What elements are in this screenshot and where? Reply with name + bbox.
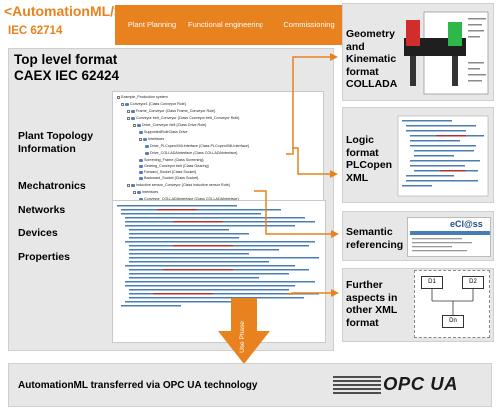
tree-line: Frame_Conveyor {Class Frame_Conveyor Rol… [127,109,215,113]
xml-node-dn: Dn [442,315,464,328]
caex-tree-panel: Example_Production system Conveyor1 {Cla… [112,91,324,211]
xml-node-d2: D2 [462,276,484,289]
caex-title: Top level format CAEX IEC 62424 [14,52,119,84]
label-devices: Devices [18,227,58,239]
label-properties: Properties [18,251,70,263]
xml-tree-image: D1 D2 Dn [414,270,490,338]
tree-line: SupportedRoleClass Drive [139,130,187,134]
eclass-logo: eCl@ss [450,219,483,229]
caex-title-line2: CAEX IEC 62424 [14,68,120,83]
tree-line: Example_Production system [117,95,168,99]
tree-line: Drive_PLCopenXMLInterface {Class PLCopen… [145,144,249,148]
opcua-transfer-text: AutomationML transferred via OPC UA tech… [18,380,258,391]
opc-globe-icon [333,376,381,394]
phase-plant-planning: Plant Planning [115,5,189,45]
tree-line: Drive_COLLADAInterface {Class COLLADAInt… [145,151,238,155]
phase-commissioning: Commissioning [253,5,355,45]
iec-standard-label: IEC 62714 [8,25,63,37]
label-plant-topology: Plant Topology Information [18,130,94,155]
tree-line: Backward_Socket {Class Socket} [139,176,199,180]
phase-functional-engineering: Functional engineering [177,5,265,45]
semantic-title: Semantic referencing [346,226,404,251]
xml-code-panel [112,200,326,343]
tree-line: Interfaces [139,137,164,141]
plcopen-xml-image [397,115,489,197]
xml-tree-lines [431,289,474,315]
tree-line: Interfaces [133,190,158,194]
plcopen-title: Logic format PLCopen XML [346,134,393,184]
xml-node-d1: D1 [421,276,443,289]
collada-title: Geometry and Kinematic format COLLADA [346,28,398,90]
label-mechatronics: Mechatronics [18,180,86,192]
tree-line: Drive_Conveyor belt {Class Drive Role} [133,123,206,127]
caex-title-line1: Top level format [14,52,118,67]
tree-line: Screening_Frame {Class Screening} [139,158,204,162]
tree-line: Conveyor_COLLADAInterface {Class COLLADA… [139,197,239,201]
opc-ua-logo: OPC UA [383,373,458,394]
collada-model-image [404,11,489,95]
eclass-image: eCl@ss [407,217,491,257]
tree-line: Conveyor belt_Conveyor {Class Conveyor b… [127,116,240,120]
label-networks: Networks [18,204,66,216]
eclass-table-image [410,231,490,252]
further-aspects-title: Further aspects in other XML format [346,279,398,329]
tree-line: Forward_Socket {Class Socket} [139,170,196,174]
tree-line: Gearing_Conveyor belt {Class Gearing} [139,164,209,168]
tree-line: Conveyor1 {Class Conveyor Role} [121,102,186,106]
opcua-box [8,363,492,407]
phase-chevrons: Plant Planning Functional engineering Co… [115,5,355,45]
automationml-logo: <AutomationML/> [4,3,123,19]
xml-code-lines [117,205,319,307]
tree-line: Inductive sensor_Conveyor {Class Inducti… [127,183,230,187]
